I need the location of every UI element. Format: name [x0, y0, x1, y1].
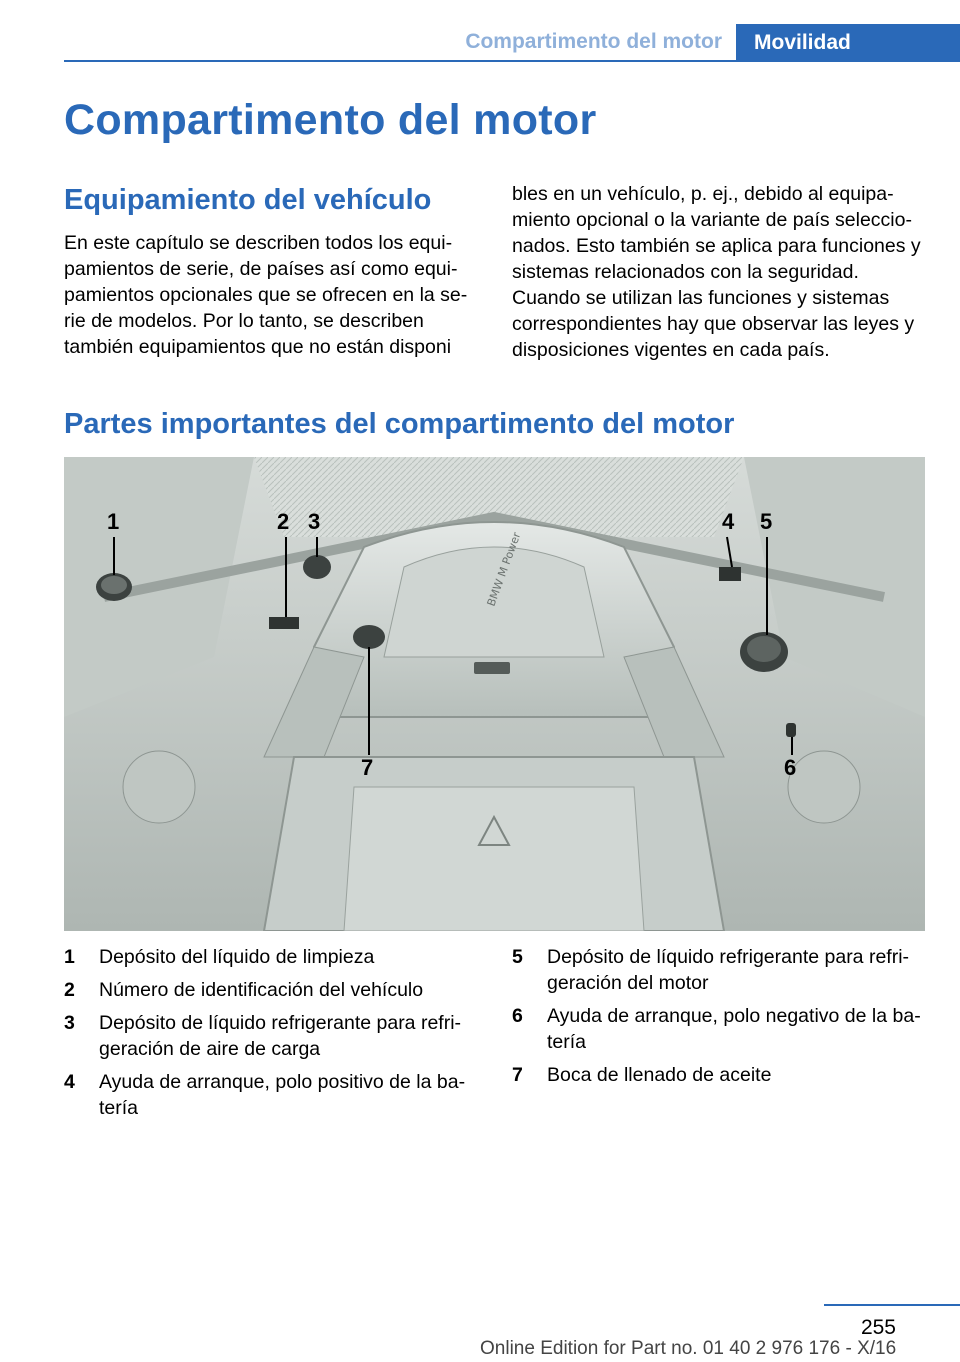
body-text-column-2: bles en un vehículo, p. ej., debido al e…	[512, 183, 921, 361]
legend-number: 4	[64, 1071, 75, 1093]
legend-number: 6	[512, 1005, 523, 1027]
section-heading-equipment: Equipamiento del vehículo	[64, 184, 432, 216]
legend-item: 1 Depósito del líquido de limpieza	[64, 944, 474, 970]
legend-number: 1	[64, 946, 75, 968]
legend-item: 7 Boca de llenado de aceite	[512, 1062, 928, 1088]
legend-text: Boca de llenado de aceite	[547, 1064, 772, 1086]
footer-rule	[824, 1304, 960, 1306]
page-number: 255	[860, 1316, 896, 1339]
callout-1: 1	[107, 509, 119, 534]
legend-column-1: 1 Depósito del líquido de limpieza 2 Núm…	[64, 944, 474, 1128]
legend-item: 2 Número de identificación del vehículo	[64, 977, 474, 1003]
callout-6: 6	[784, 755, 796, 780]
body-text-column-1: En este capítulo se describen todos los …	[64, 232, 468, 358]
callout-7: 7	[361, 755, 373, 780]
m-badge	[474, 662, 510, 674]
callout-4: 4	[722, 509, 735, 534]
page-title: Compartimento del motor	[64, 96, 597, 144]
legend-text: Ayuda de arranque, polo positivo de la b…	[99, 1071, 466, 1119]
engine-compartment-figure: BMW M Power 1	[64, 457, 925, 931]
legend-text: Depósito del líquido de limpieza	[99, 946, 375, 968]
running-header-section: Compartimento del motor	[465, 30, 722, 53]
legend-number: 3	[64, 1012, 75, 1034]
legend-number: 2	[64, 979, 75, 1001]
callout-5: 5	[760, 509, 772, 534]
legend-text: Ayuda de arranque, polo negativo de la b…	[547, 1005, 921, 1053]
legend-item: 4 Ayuda de arranque, polo positivo de la…	[64, 1069, 474, 1121]
legend-text: Depósito de líquido refrigerante para re…	[547, 946, 910, 994]
running-header-chapter: Movilidad	[736, 24, 960, 62]
running-header: Compartimento del motor Movilidad	[64, 24, 960, 62]
section-heading-engine-parts: Partes importantes del compartimento del…	[64, 408, 735, 440]
legend-text: Depósito de líquido refrigerante para re…	[99, 1012, 462, 1060]
header-rule	[64, 60, 960, 62]
legend-number: 7	[512, 1064, 523, 1086]
legend-text: Número de identificación del vehículo	[99, 979, 424, 1001]
callout-3: 3	[308, 509, 320, 534]
callout-2: 2	[277, 509, 289, 534]
legend-column-2: 5 Depósito de líquido refrigerante para …	[512, 944, 928, 1095]
edition-note: Online Edition for Part no. 01 40 2 976 …	[480, 1338, 897, 1359]
legend-item: 5 Depósito de líquido refrigerante para …	[512, 944, 928, 996]
legend-number: 5	[512, 946, 523, 968]
legend-item: 3 Depósito de líquido refrigerante para …	[64, 1010, 474, 1062]
legend-item: 6 Ayuda de arranque, polo negativo de la…	[512, 1003, 928, 1055]
